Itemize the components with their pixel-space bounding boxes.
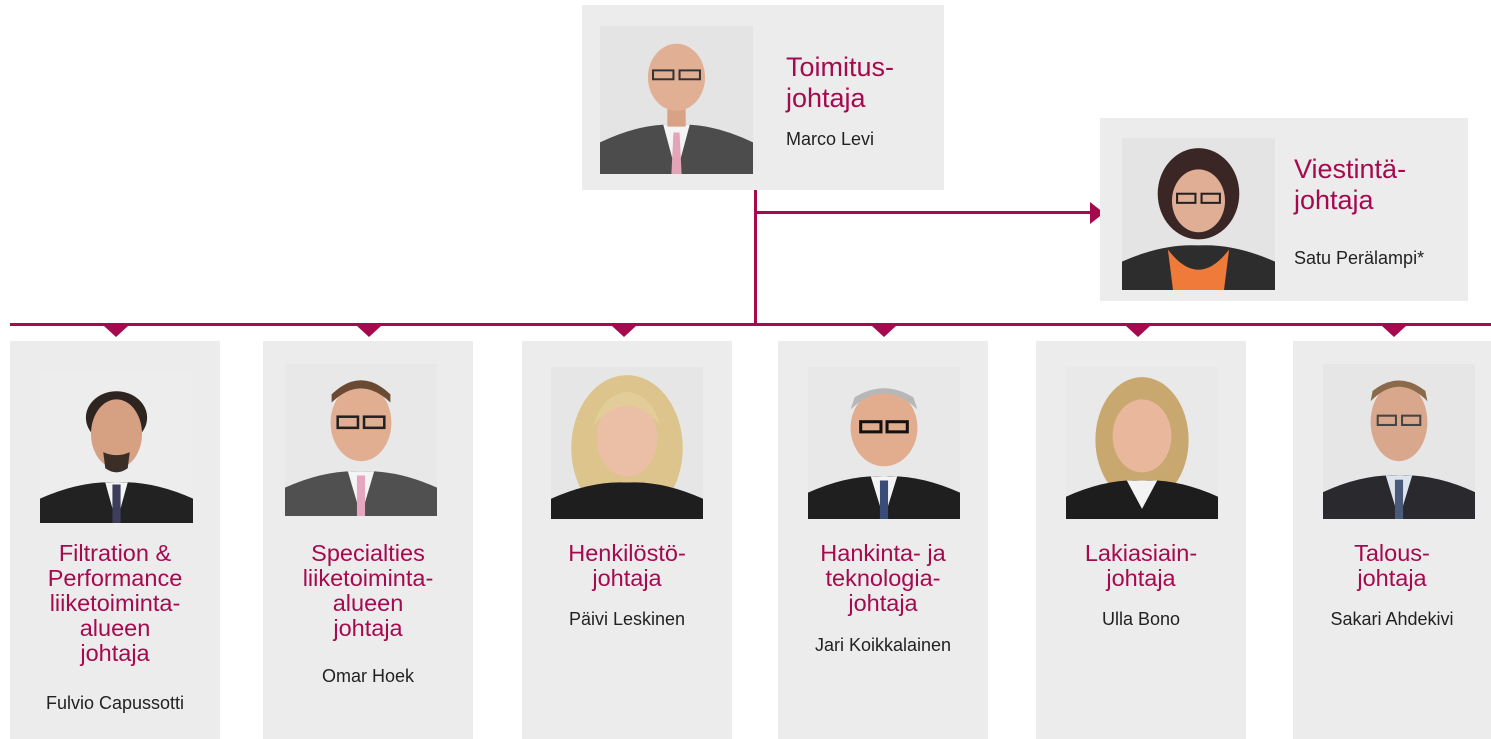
role-line: alueen — [79, 615, 151, 641]
communications-portrait — [1122, 138, 1275, 290]
ceo-role-line: Toimitus- — [786, 52, 895, 82]
report-name: Ulla Bono — [1101, 609, 1181, 629]
report-portrait — [285, 364, 437, 516]
report-portrait — [1323, 364, 1475, 519]
report-card: Lakiasiain- johtaja Ulla Bono — [1036, 341, 1246, 739]
report-role-title: Talous- johtaja — [1293, 541, 1491, 591]
report-card: Henkilöstö- johtaja Päivi Leskinen — [522, 341, 732, 739]
report-name: Päivi Leskinen — [568, 609, 686, 629]
communications-card: Viestintä- johtaja Satu Perälampi* — [1100, 118, 1468, 301]
role-line: johtaja — [1106, 565, 1176, 591]
role-line: Henkilöstö- — [568, 540, 686, 566]
horizontal-bus-line — [10, 323, 1491, 326]
report-name: Sakari Ahdekivi — [1330, 609, 1454, 629]
report-role-title: Specialties liiketoiminta- alueen johtaj… — [263, 541, 473, 641]
report-name: Omar Hoek — [321, 666, 415, 686]
role-line: Specialties — [311, 540, 425, 566]
connector-triangle — [1382, 326, 1406, 337]
report-card: Filtration & Performance liiketoiminta- … — [10, 341, 220, 739]
report-role-title: Lakiasiain- johtaja — [1036, 541, 1246, 591]
report-card: Talous- johtaja Sakari Ahdekivi — [1293, 341, 1491, 739]
report-portrait — [551, 367, 703, 519]
role-line: johtaja — [848, 590, 918, 616]
role-line: johtaja — [592, 565, 662, 591]
role-line: Performance — [47, 565, 183, 591]
report-name: Jari Koikkalainen — [814, 635, 952, 655]
report-role-title: Filtration & Performance liiketoiminta- … — [10, 541, 220, 666]
role-line: johtaja — [80, 640, 150, 666]
connector-triangle — [872, 326, 896, 337]
role-line: Talous- — [1354, 540, 1430, 566]
connector-triangle — [1126, 326, 1150, 337]
ceo-name: Marco Levi — [786, 129, 875, 149]
communications-name: Satu Perälampi* — [1294, 248, 1425, 268]
ceo-role-title: Toimitus- johtaja — [786, 52, 894, 114]
report-name: Fulvio Capussotti — [45, 693, 185, 713]
connector-triangle — [612, 326, 636, 337]
report-card: Hankinta- ja teknologia- johtaja Jari Ko… — [778, 341, 988, 739]
connector-triangle — [357, 326, 381, 337]
report-portrait — [1066, 367, 1218, 519]
role-line: johtaja — [333, 615, 403, 641]
role-line: liiketoiminta- — [302, 565, 434, 591]
report-role-title: Henkilöstö- johtaja — [522, 541, 732, 591]
role-line: Hankinta- ja — [820, 540, 946, 566]
role-line: liiketoiminta- — [49, 590, 181, 616]
communications-connector — [754, 211, 1094, 214]
ceo-portrait — [600, 26, 753, 174]
communications-role-title: Viestintä- johtaja — [1294, 154, 1406, 216]
report-card: Specialties liiketoiminta- alueen johtaj… — [263, 341, 473, 739]
ceo-card: Toimitus- johtaja Marco Levi — [582, 5, 944, 190]
ceo-vertical-connector — [754, 190, 757, 326]
report-portrait — [40, 371, 193, 523]
ceo-role-line: johtaja — [786, 83, 866, 113]
report-role-title: Hankinta- ja teknologia- johtaja — [778, 541, 988, 616]
report-portrait — [808, 367, 960, 519]
connector-triangle — [104, 326, 128, 337]
role-line: Lakiasiain- — [1084, 540, 1198, 566]
role-line: teknologia- — [825, 565, 941, 591]
role-line: Filtration & — [58, 540, 172, 566]
communications-role-line: johtaja — [1294, 185, 1374, 215]
role-line: johtaja — [1357, 565, 1427, 591]
communications-role-line: Viestintä- — [1294, 154, 1407, 184]
role-line: alueen — [332, 590, 404, 616]
